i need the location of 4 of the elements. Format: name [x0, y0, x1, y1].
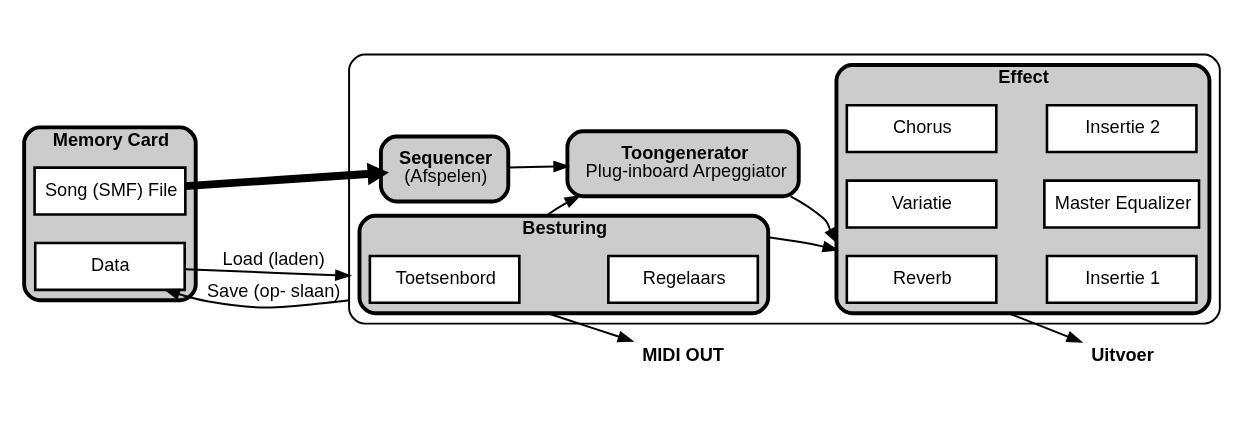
node-text: MIDI OUT: [642, 344, 724, 365]
node-text: Uitvoer: [1091, 344, 1154, 365]
edge-label: Save (op- slaan): [206, 280, 341, 301]
edge-label: Load (laden): [222, 248, 325, 269]
